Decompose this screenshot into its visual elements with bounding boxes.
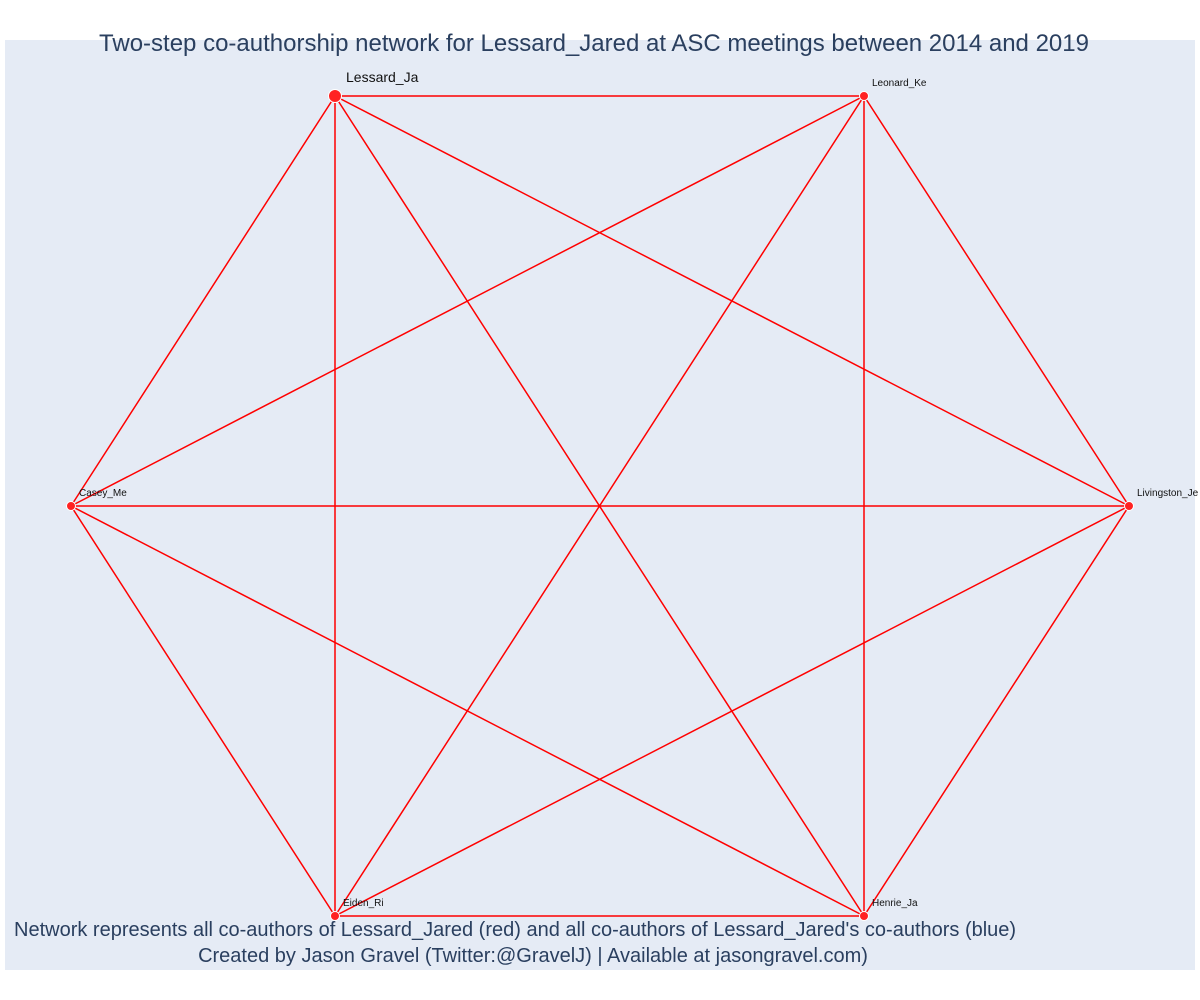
node-label-Leonard_Ke: Leonard_Ke	[872, 78, 927, 89]
caption-line-2: Created by Jason Gravel (Twitter:@Gravel…	[198, 945, 868, 967]
node-label-Henrie_Ja: Henrie_Ja	[872, 898, 918, 909]
node-Eiden_Ri[interactable]	[330, 911, 340, 921]
edge-Eiden_Ri-Casey_Me	[70, 505, 336, 917]
nodes-layer	[66, 89, 1134, 921]
edges-layer	[70, 95, 1130, 917]
caption-line-1: Network represents all co-authors of Les…	[14, 919, 1017, 941]
node-label-Casey_Me: Casey_Me	[79, 488, 127, 499]
node-label-Eiden_Ri: Eiden_Ri	[343, 898, 384, 909]
edge-Livingston_Je-Eiden_Ri	[334, 505, 1130, 917]
node-label-Lessard_Ja: Lessard_Ja	[346, 69, 419, 85]
edge-Leonard_Ke-Livingston_Je	[863, 95, 1130, 507]
node-Leonard_Ke[interactable]	[859, 91, 869, 101]
edge-Henrie_Ja-Casey_Me	[70, 505, 865, 917]
chart-title: Two-step co-authorship network for Lessa…	[99, 30, 1089, 57]
node-label-Livingston_Je: Livingston_Je	[1137, 488, 1199, 499]
node-Lessard_Ja[interactable]	[328, 89, 342, 103]
node-Casey_Me[interactable]	[66, 501, 76, 511]
edge-Livingston_Je-Henrie_Ja	[863, 505, 1130, 917]
edge-Lessard_Ja-Casey_Me	[70, 95, 336, 507]
node-Livingston_Je[interactable]	[1124, 501, 1134, 511]
edge-Leonard_Ke-Casey_Me	[70, 95, 865, 507]
node-Henrie_Ja[interactable]	[859, 911, 869, 921]
